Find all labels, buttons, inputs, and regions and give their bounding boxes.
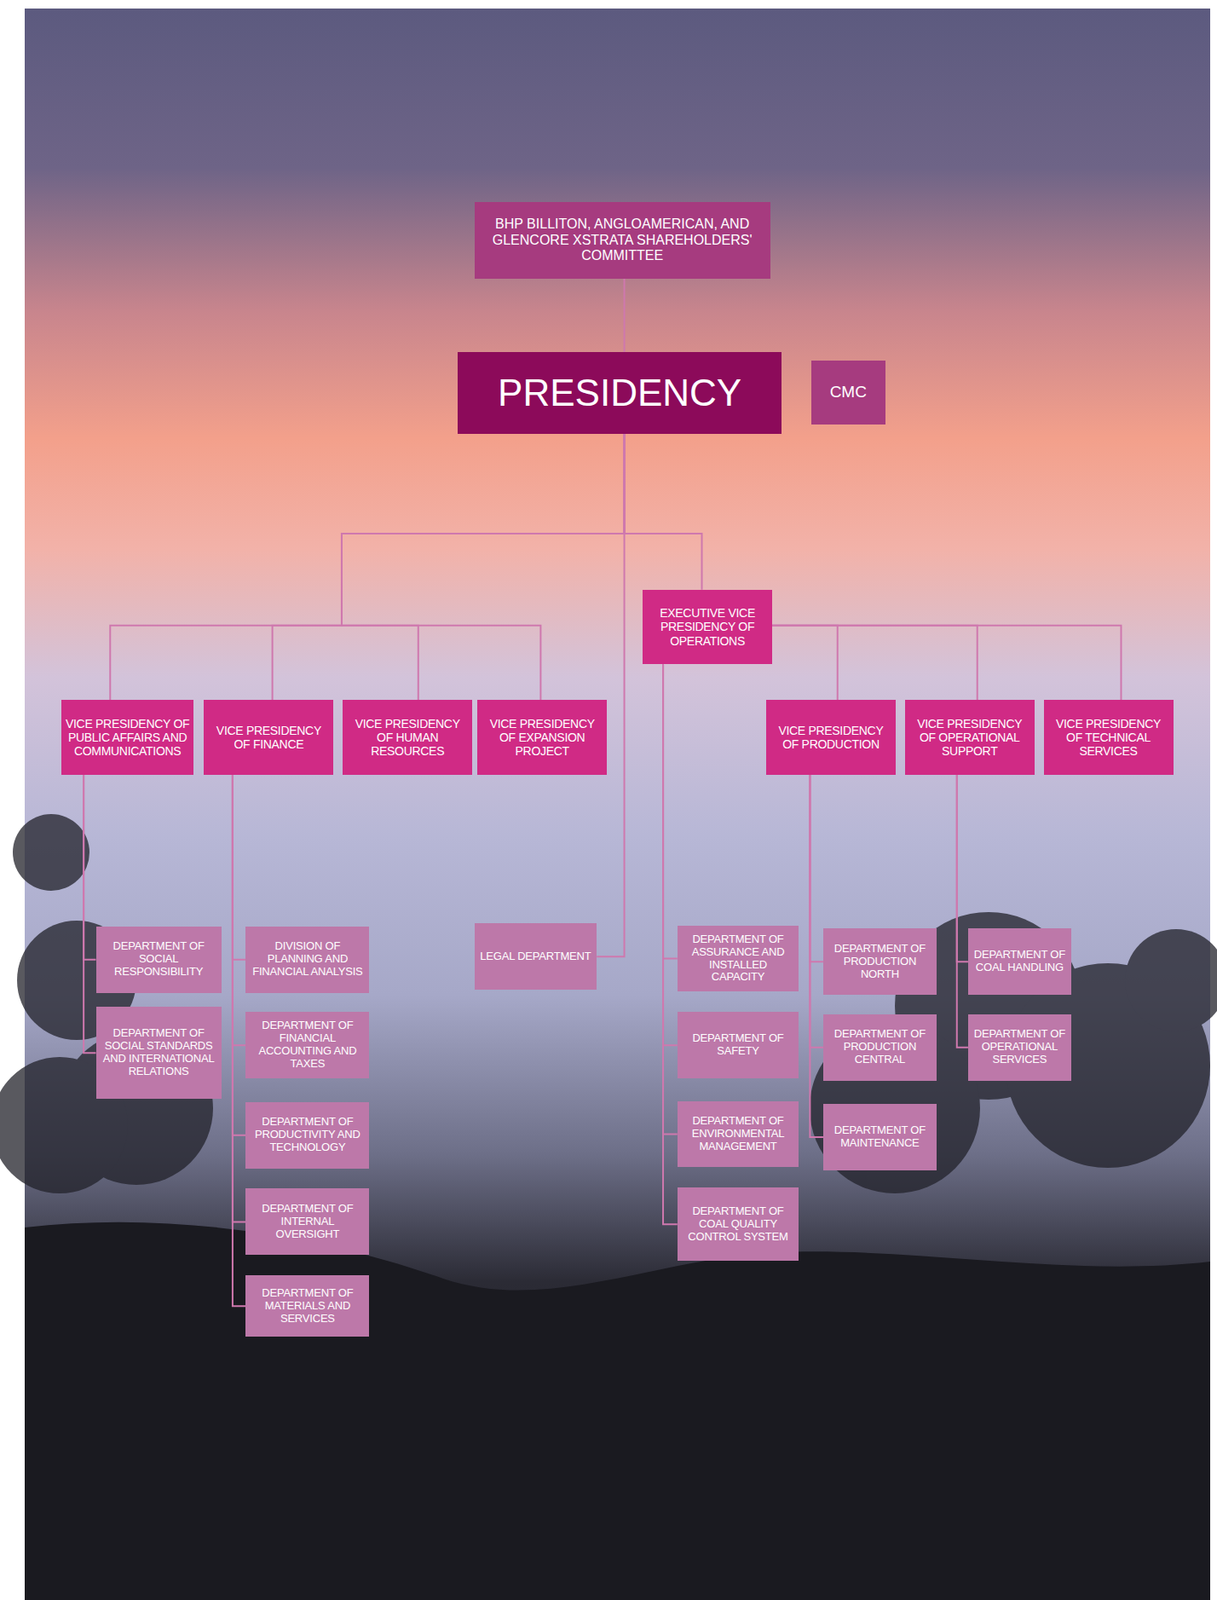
vice-presidency-box: VICE PRESIDENCY OF PUBLIC AFFAIRS AND CO… (61, 699, 195, 774)
department-box: DEPARTMENT OF SAFETY (677, 1011, 799, 1079)
department-box: DEPARTMENT OF SOCIAL RESPONSIBILITY (96, 926, 222, 993)
box-label: EXECUTIVE VICE PRESIDENCY OF OPERATIONS (646, 605, 768, 647)
department-box: DEPARTMENT OF FINANCIAL ACCOUNTING AND T… (245, 1011, 370, 1079)
box-label: DEPARTMENT OF INTERNAL OVERSIGHT (249, 1202, 365, 1241)
department-box: DEPARTMENT OF MATERIALS AND SERVICES (245, 1274, 370, 1337)
box-label: DEPARTMENT OF OPERATIONAL SERVICES (972, 1027, 1068, 1067)
tree-silhouettes (0, 813, 1217, 1194)
box-label: DEPARTMENT OF ASSURANCE AND INSTALLED CA… (681, 933, 795, 985)
org-connector (663, 663, 678, 1045)
box-label: DEPARTMENT OF SOCIAL STANDARDS AND INTER… (100, 1026, 218, 1079)
org-connector (663, 663, 678, 958)
department-box: DEPARTMENT OF SOCIAL STANDARDS AND INTER… (96, 1006, 222, 1099)
box-label: DEPARTMENT OF COAL HANDLING (972, 948, 1068, 975)
department-box: DEPARTMENT OF COAL QUALITY CONTROL SYSTE… (677, 1187, 799, 1261)
vice-presidency-box: EXECUTIVE VICE PRESIDENCY OF OPERATIONS (642, 589, 773, 664)
org-connector (596, 433, 624, 957)
org-connector (232, 774, 247, 1223)
org-connector (623, 278, 626, 352)
cmc-box: CMC (811, 360, 886, 425)
vice-presidency-box: VICE PRESIDENCY OF PRODUCTION (766, 699, 896, 774)
org-connector (83, 774, 96, 960)
org-connector (809, 774, 824, 963)
department-box: DEPARTMENT OF PRODUCTIVITY AND TECHNOLOG… (245, 1101, 370, 1169)
box-label: VICE PRESIDENCY OF TECHNICAL SERVICES (1048, 716, 1170, 758)
org-connector (232, 774, 247, 1307)
box-label: VICE PRESIDENCY OF PRODUCTION (770, 723, 892, 751)
vice-presidency-box: VICE PRESIDENCY OF TECHNICAL SERVICES (1043, 699, 1174, 774)
org-connector (83, 774, 96, 1054)
org-connector (809, 774, 824, 1138)
department-box: DEPARTMENT OF PRODUCTION CENTRAL (823, 1014, 937, 1081)
box-label: LEGAL DEPARTMENT (478, 950, 594, 964)
box-label: DEPARTMENT OF COAL QUALITY CONTROL SYSTE… (681, 1205, 795, 1244)
vice-presidency-box: VICE PRESIDENCY OF OPERATIONAL SUPPORT (905, 699, 1035, 774)
vice-presidency-box: VICE PRESIDENCY OF HUMAN RESOURCES (342, 699, 473, 774)
box-label: DEPARTMENT OF MAINTENANCE (827, 1124, 933, 1150)
box-label: VICE PRESIDENCY OF OPERATIONAL SUPPORT (909, 716, 1031, 758)
hill-silhouette (24, 1222, 1211, 1600)
org-connector (663, 663, 678, 1224)
vice-presidency-box: VICE PRESIDENCY OF FINANCE (203, 699, 334, 774)
org-connector (232, 774, 247, 960)
department-box: DEPARTMENT OF OPERATIONAL SERVICES (968, 1014, 1072, 1081)
department-box: DEPARTMENT OF PRODUCTION NORTH (823, 928, 937, 995)
department-box: DEPARTMENT OF INTERNAL OVERSIGHT (245, 1188, 370, 1255)
box-label: DEPARTMENT OF PRODUCTION NORTH (827, 942, 933, 981)
box-label: DEPARTMENT OF FINANCIAL ACCOUNTING AND T… (249, 1019, 365, 1071)
box-label: VICE PRESIDENCY OF PUBLIC AFFAIRS AND CO… (65, 716, 191, 758)
department-box: DEPARTMENT OF COAL HANDLING (968, 928, 1072, 995)
org-connector (624, 433, 703, 590)
committee-box: BHP BILLITON, ANGLOAMERICAN, AND GLENCOR… (474, 201, 771, 279)
department-box: LEGAL DEPARTMENT (474, 922, 598, 990)
box-label: DEPARTMENT OF MATERIALS AND SERVICES (249, 1286, 365, 1326)
box-label: DEPARTMENT OF PRODUCTIVITY AND TECHNOLOG… (249, 1115, 365, 1154)
box-label: VICE PRESIDENCY OF EXPANSION PROJECT (481, 716, 603, 758)
org-connector (809, 774, 824, 1048)
org-connector (109, 433, 624, 700)
box-label: DEPARTMENT OF ENVIRONMENTAL MANAGEMENT (681, 1114, 795, 1154)
box-label: DEPARTMENT OF SAFETY (681, 1032, 795, 1058)
org-connector (957, 774, 969, 1048)
box-label: DEPARTMENT OF PRODUCTION CENTRAL (827, 1027, 933, 1067)
box-label: VICE PRESIDENCY OF HUMAN RESOURCES (346, 716, 468, 758)
org-connector (341, 433, 625, 700)
org-connector (272, 433, 625, 700)
org-connector (772, 625, 838, 700)
org-connector (772, 625, 1121, 700)
box-label: PRESIDENCY (461, 371, 777, 416)
box-label: DEPARTMENT OF SOCIAL RESPONSIBILITY (100, 940, 218, 979)
org-connector (232, 774, 247, 1046)
presidency-box: PRESIDENCY (457, 351, 781, 434)
department-box: DEPARTMENT OF ASSURANCE AND INSTALLED CA… (677, 925, 799, 993)
department-box: DIVISION OF PLANNING AND FINANCIAL ANALY… (245, 926, 370, 993)
box-label: CMC (815, 382, 882, 402)
org-connector (341, 433, 625, 700)
vice-presidency-box: VICE PRESIDENCY OF EXPANSION PROJECT (477, 699, 607, 774)
org-connector (772, 625, 978, 700)
box-label: BHP BILLITON, ANGLOAMERICAN, AND GLENCOR… (478, 216, 767, 264)
box-label: VICE PRESIDENCY OF FINANCE (207, 723, 329, 751)
department-box: DEPARTMENT OF ENVIRONMENTAL MANAGEMENT (677, 1101, 799, 1168)
org-connector (663, 663, 678, 1134)
org-connector (957, 774, 969, 963)
box-label: DIVISION OF PLANNING AND FINANCIAL ANALY… (249, 940, 365, 979)
org-connector (232, 774, 247, 1136)
department-box: DEPARTMENT OF MAINTENANCE (823, 1103, 937, 1171)
sky (24, 8, 1211, 1600)
